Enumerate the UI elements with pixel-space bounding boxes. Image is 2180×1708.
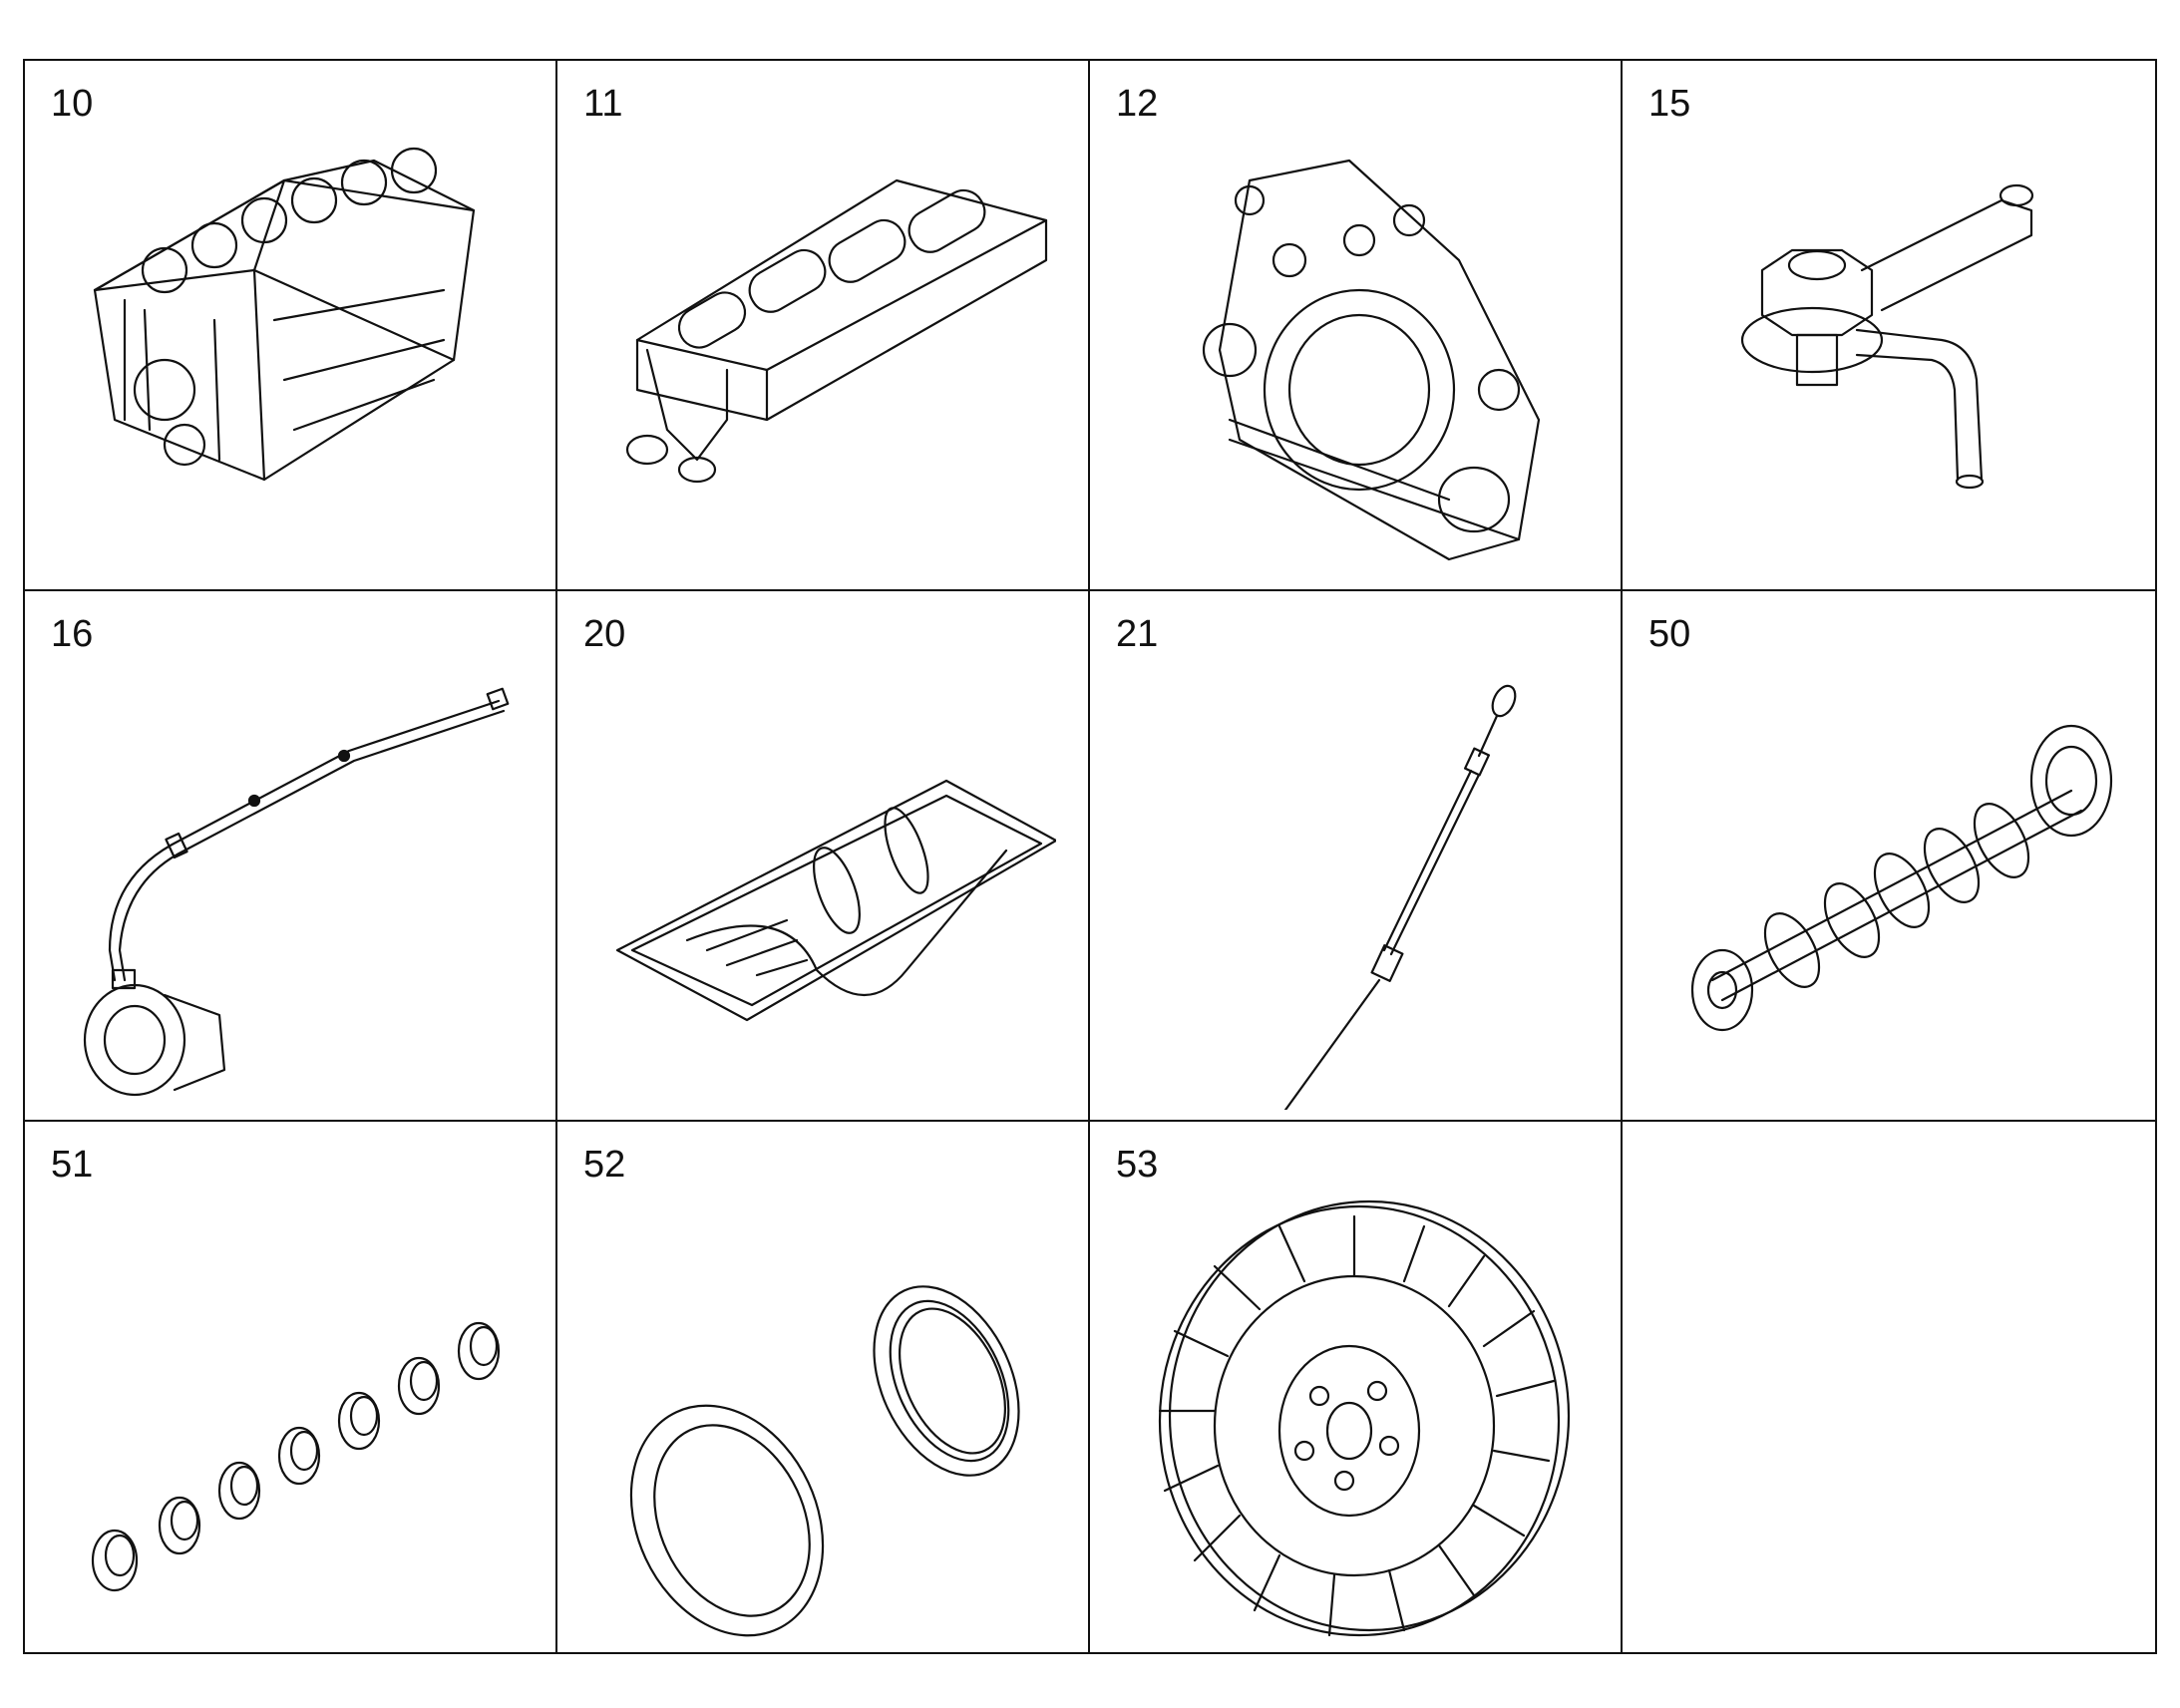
part-cell-10[interactable]: 10 <box>25 61 557 591</box>
part-number: 10 <box>51 83 94 125</box>
part-number: 51 <box>51 1144 94 1186</box>
part-cell-20[interactable]: 20 <box>557 591 1090 1122</box>
part-cell-53[interactable]: 53 <box>1090 1122 1623 1652</box>
part-number: 15 <box>1648 83 1691 125</box>
bearing-frame-icon <box>587 121 1056 579</box>
dipstick-icon <box>1120 651 1589 1120</box>
part-cell-50[interactable]: 50 <box>1623 591 2155 1122</box>
oil-nozzle-icon <box>1652 121 2121 579</box>
seal-rings-icon <box>587 1182 1056 1640</box>
oil-pipe-icon <box>55 651 524 1110</box>
part-cell-11[interactable]: 11 <box>557 61 1090 591</box>
part-cell-16[interactable]: 16 <box>25 591 557 1122</box>
part-number: 50 <box>1648 613 1691 655</box>
part-cell-15[interactable]: 15 <box>1623 61 2155 591</box>
part-number: 16 <box>51 613 94 655</box>
part-cell-21[interactable]: 21 <box>1090 591 1623 1122</box>
oil-pan-icon <box>587 651 1058 1110</box>
part-number: 21 <box>1116 613 1159 655</box>
engine-block-icon <box>55 121 524 579</box>
part-number: 52 <box>583 1144 626 1186</box>
part-cell-52[interactable]: 52 <box>557 1122 1090 1652</box>
timing-cover-icon <box>1120 121 1589 579</box>
bearing-shells-icon <box>55 1182 524 1640</box>
part-cell-51[interactable]: 51 <box>25 1122 557 1652</box>
parts-grid: 10 11 <box>23 59 2157 1654</box>
vibration-damper-icon <box>1120 1182 1589 1640</box>
part-number: 20 <box>583 613 626 655</box>
part-cell-empty <box>1623 1122 2155 1652</box>
part-number: 53 <box>1116 1144 1159 1186</box>
crankshaft-icon <box>1652 651 2121 1110</box>
part-cell-12[interactable]: 12 <box>1090 61 1623 591</box>
part-number: 11 <box>583 83 623 125</box>
part-number: 12 <box>1116 83 1159 125</box>
